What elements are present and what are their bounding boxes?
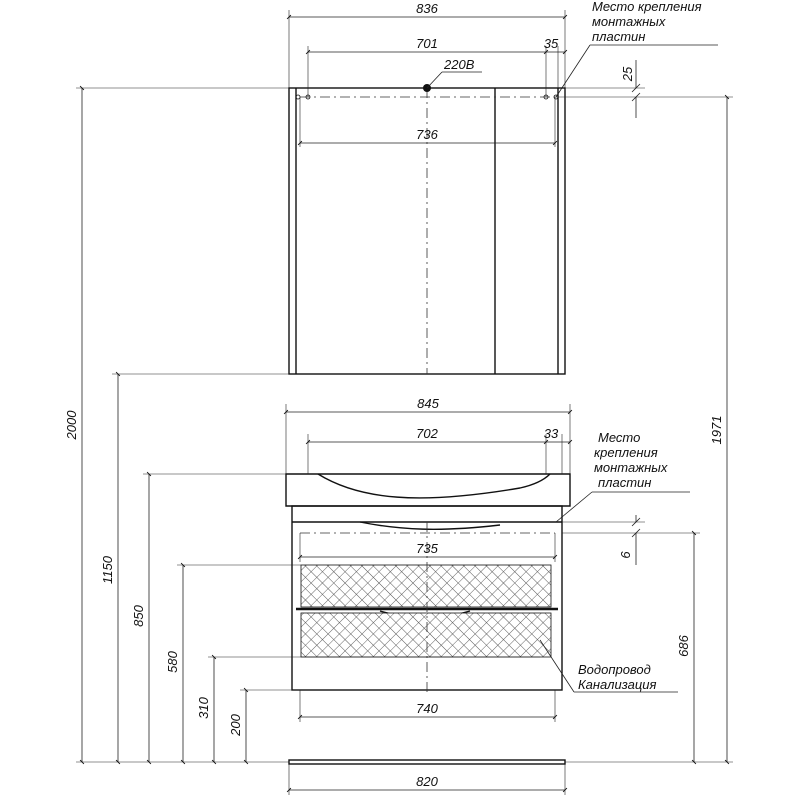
dim-base-width: 740 — [297, 690, 558, 722]
dim-height-200: 200 — [228, 687, 249, 765]
dim-mirror-mount: 701 35 — [305, 36, 568, 97]
dim-vanity-mount: 702 33 — [305, 426, 573, 474]
label-580: 580 — [165, 650, 180, 672]
note-line-1: Место крепления — [592, 0, 702, 14]
label-310: 310 — [196, 696, 211, 718]
label-33: 33 — [544, 426, 559, 441]
label-25: 25 — [620, 66, 635, 82]
dim-height-580: 580 — [165, 562, 186, 765]
label-1971: 1971 — [709, 416, 724, 445]
drawer-panel-upper — [300, 564, 552, 608]
drawer-handle-curve — [359, 521, 501, 530]
mirror-mount-note: Место крепления монтажных пластин — [555, 0, 718, 98]
dim-drawer-width: 735 — [297, 533, 558, 562]
dim-mirror-width: 836 — [286, 1, 568, 88]
dim-vanity-width: 845 — [283, 396, 573, 474]
vanity-mount-note: Место крепления монтажных пластин — [555, 430, 690, 523]
label-2000: 2000 — [64, 410, 79, 441]
dim-height-850: 850 — [131, 471, 152, 765]
label-736: 736 — [416, 127, 438, 142]
label-850: 850 — [131, 604, 146, 626]
label-220v: 220В — [443, 57, 475, 72]
dim-height-310: 310 — [196, 654, 217, 765]
note-line-1: Место — [598, 430, 640, 445]
note-line-3: монтажных — [594, 460, 668, 475]
label-35: 35 — [544, 36, 559, 51]
label-845: 845 — [417, 396, 439, 411]
label-735: 735 — [416, 541, 438, 556]
basin-outline — [285, 473, 571, 507]
label-686: 686 — [676, 634, 691, 656]
dim-mirror-inner: 736 — [297, 97, 558, 147]
note-line-3: пластин — [592, 29, 645, 44]
label-water: Водопровод — [578, 662, 651, 677]
vanity-floor-line — [288, 759, 566, 765]
plumbing-note: Водопровод Канализация — [539, 639, 678, 693]
basin-bowl-curve — [317, 473, 551, 499]
note-line-2: монтажных — [592, 14, 666, 29]
outlet-callout: 220В — [426, 57, 482, 89]
dim-bottom-width: 820 — [286, 764, 568, 795]
dim-height-686: 686 — [676, 530, 697, 765]
note-line-4: пластин — [598, 475, 651, 490]
label-740: 740 — [416, 701, 438, 716]
label-701: 701 — [416, 36, 438, 51]
label-6: 6 — [618, 551, 633, 559]
label-836: 836 — [416, 1, 438, 16]
dim-height-1971: 1971 — [709, 94, 730, 765]
label-820: 820 — [416, 774, 438, 789]
dim-gap: 6 — [562, 515, 645, 565]
label-1150: 1150 — [100, 555, 115, 584]
label-200: 200 — [228, 713, 243, 736]
drawer-panel-lower — [300, 612, 552, 658]
note-line-2: крепления — [594, 445, 658, 460]
dim-mount-height: 25 — [555, 60, 645, 118]
label-sewer: Канализация — [578, 677, 656, 692]
vanity — [285, 473, 571, 765]
dim-height-2000: 2000 — [64, 85, 85, 765]
dim-height-1150: 1150 — [100, 371, 121, 765]
label-702: 702 — [416, 426, 438, 441]
